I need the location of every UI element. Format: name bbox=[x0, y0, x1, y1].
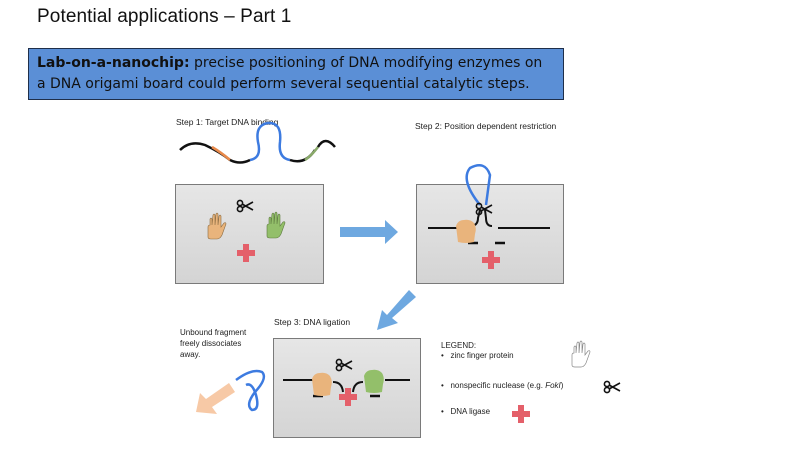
unbound-fragment-note: Unbound fragment freely dissociates away… bbox=[180, 328, 247, 359]
ligase-cross-icon bbox=[482, 251, 500, 269]
ligase-cross-icon bbox=[339, 388, 357, 406]
zinc-finger-hand-green bbox=[266, 211, 286, 239]
callout-box: Lab-on-a-nanochip: precise positioning o… bbox=[28, 48, 564, 100]
step-2-dna bbox=[428, 163, 550, 245]
arrow-right bbox=[340, 220, 398, 244]
step-2-label: Step 2: Position dependent restriction bbox=[415, 121, 557, 131]
zinc-finger-hand-orange bbox=[207, 212, 227, 240]
legend-scissors-icon bbox=[603, 380, 621, 394]
legend-item-ligase: • DNA ligase bbox=[441, 407, 491, 416]
zinc-finger-fist-green bbox=[364, 369, 384, 393]
nuclease-scissors-icon bbox=[236, 199, 254, 213]
zinc-finger-fist-orange bbox=[456, 219, 476, 243]
step-1-panel bbox=[175, 184, 324, 284]
slide-title: Potential applications – Part 1 bbox=[37, 6, 292, 27]
nuclease-scissors-icon bbox=[335, 358, 353, 372]
ligase-cross-icon bbox=[237, 244, 255, 262]
legend-hand-icon bbox=[571, 340, 591, 368]
arrow-down-left bbox=[377, 290, 416, 330]
legend-cross-icon bbox=[512, 405, 530, 423]
step-3-label: Step 3: DNA ligation bbox=[274, 317, 351, 327]
zinc-finger-fist-orange bbox=[312, 372, 332, 396]
step-1-label: Step 1: Target DNA binding bbox=[176, 117, 279, 127]
legend-item-nuclease: • nonspecific nuclease (e.g. FokI) bbox=[441, 381, 564, 390]
callout-text: precise positioning of DNA modifying enz… bbox=[37, 55, 543, 92]
legend-item-zinc-finger: • zinc finger protein bbox=[441, 351, 514, 360]
unbound-dna-fragment bbox=[235, 369, 266, 412]
target-dna-strand bbox=[179, 121, 336, 164]
step-3-panel bbox=[273, 338, 421, 438]
legend-title: LEGEND: bbox=[441, 341, 477, 350]
arrow-out bbox=[196, 383, 235, 414]
callout-term: Lab-on-a-nanochip: bbox=[37, 55, 190, 71]
step-3-dna bbox=[283, 379, 410, 398]
